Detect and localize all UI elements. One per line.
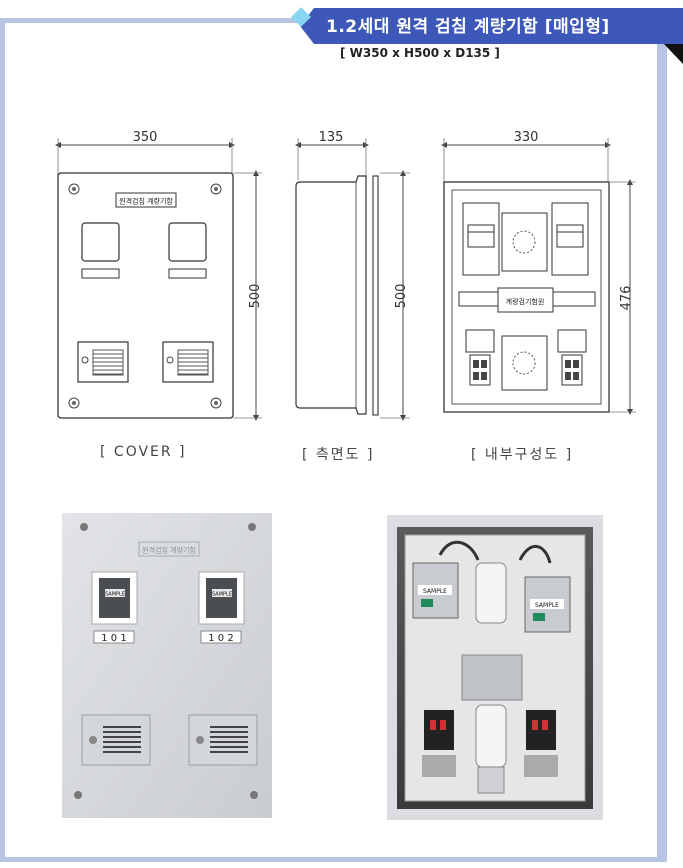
- product-photos: 원격검침 계량기함 SAMPLE 1 0 1 SAMPLE 1 0 2 SAMP…: [62, 513, 603, 820]
- cover-caption: [ COVER ]: [100, 444, 187, 460]
- interior-height-dim: 476: [619, 286, 634, 311]
- cover-label-plate: 원격검침 계량기함: [119, 197, 173, 206]
- header-bar: [300, 8, 683, 44]
- interior-photo: SAMPLE SAMPLE: [387, 515, 603, 820]
- dimension-spec: [ W350 x H500 x D135 ]: [340, 46, 500, 60]
- interior-center-label: 계량검기험원: [506, 297, 545, 306]
- photo-meter-left-sample: SAMPLE: [105, 592, 125, 598]
- page-title: 1.2세대 원격 검침 계량기함 [매입형]: [326, 17, 610, 37]
- photo-meter-right-number: 1 0 2: [208, 633, 233, 644]
- corner-triangle-icon: [664, 44, 683, 64]
- cover-height-dim: 500: [248, 284, 263, 309]
- photo-interior-left-sample: SAMPLE: [423, 588, 447, 595]
- photo-interior-right-sample: SAMPLE: [535, 602, 559, 609]
- cover-photo: 원격검침 계량기함 SAMPLE 1 0 1 SAMPLE 1 0 2: [62, 513, 272, 818]
- photo-cover-label: 원격검침 계량기함: [142, 546, 196, 555]
- photo-meter-left-number: 1 0 1: [101, 633, 126, 644]
- technical-drawings: 350 원격검침 계량기함 500 135 500: [55, 130, 636, 421]
- interior-width-dim: 330: [514, 130, 539, 145]
- photo-meter-right-sample: SAMPLE: [212, 592, 232, 598]
- side-caption: [ 측면도 ]: [302, 447, 375, 463]
- cover-drawing: 350 원격검침 계량기함 500: [55, 130, 263, 421]
- side-height-dim: 500: [394, 284, 409, 309]
- side-depth-dim: 135: [319, 130, 344, 145]
- cover-width-dim: 350: [133, 130, 158, 145]
- side-drawing: 135 500: [295, 130, 410, 421]
- interior-caption: [ 내부구성도 ]: [471, 447, 574, 463]
- interior-drawing: 330 계량검기험원 476: [441, 130, 636, 415]
